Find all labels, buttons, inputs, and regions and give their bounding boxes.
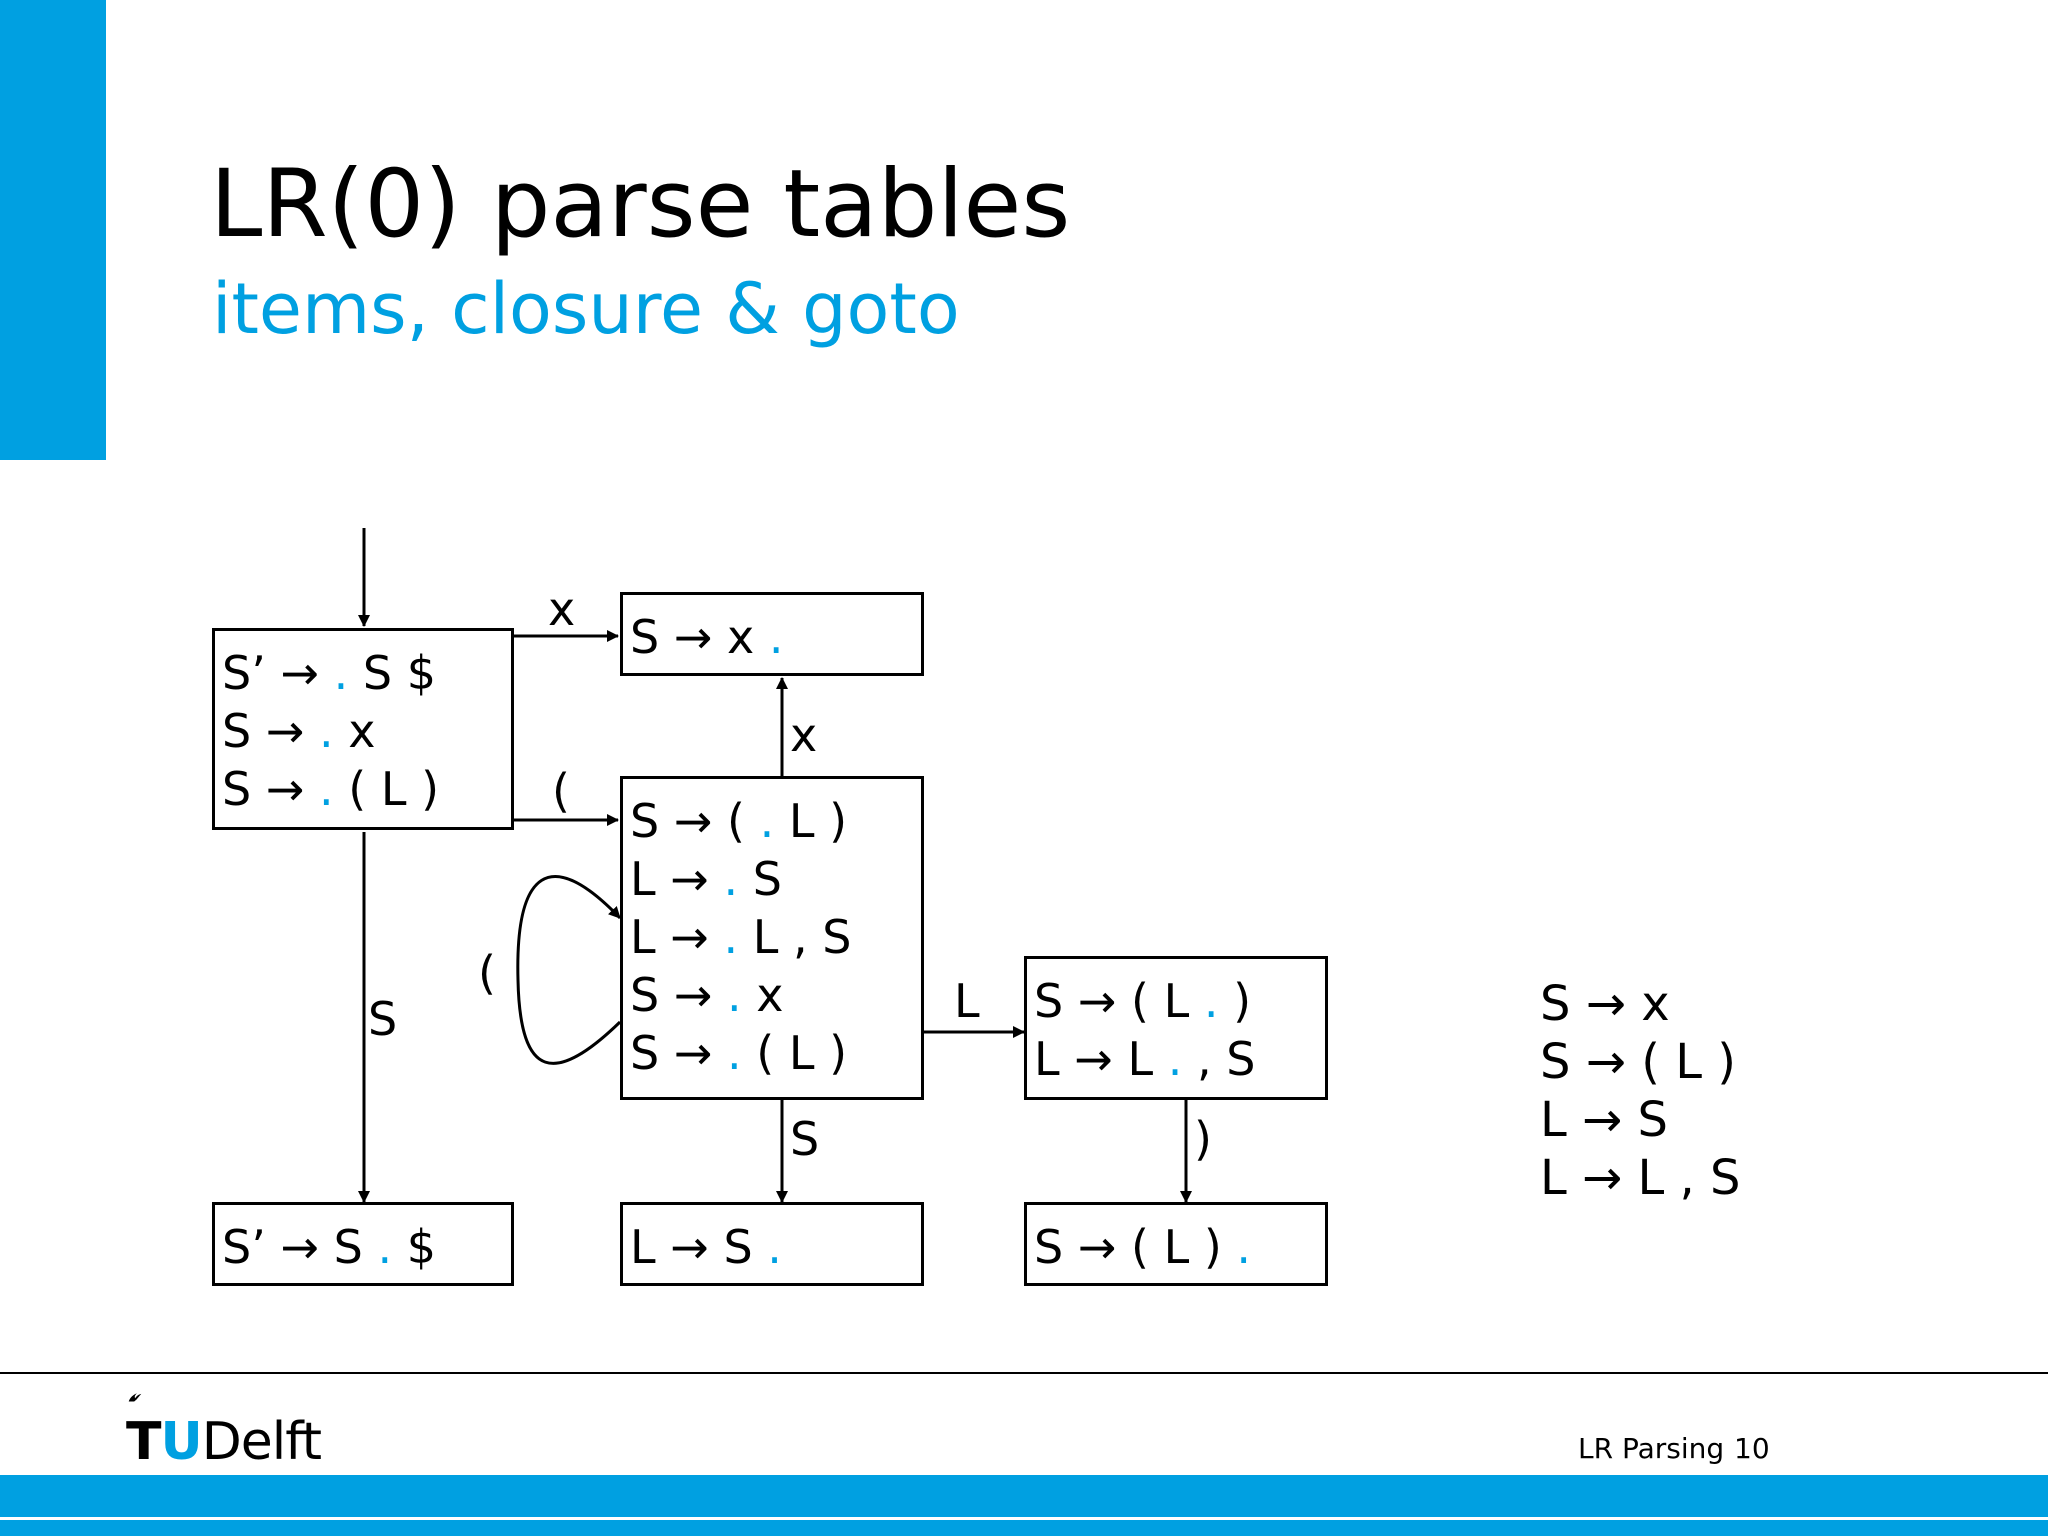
state-4-box [212,1202,514,1286]
edge-label-s2-s2: ( [478,946,496,1000]
item-dot: . [377,1220,393,1274]
slide-subtitle: items, closure & goto [212,268,960,350]
state-2-box [620,776,924,1100]
grammar-rule: S → x [1540,976,1670,1032]
accent-bar [0,0,106,460]
edge-label-s2-s1: x [790,708,818,762]
item: S → ( L . ) [1034,974,1252,1028]
item-dot: . [319,704,334,758]
footer-title: LR Parsing [1578,1432,1725,1465]
item: L → . L , S [630,910,852,964]
item-dot: . [723,910,739,964]
item-dot: . [759,794,775,848]
item: S’ → S . $ [222,1220,436,1274]
footer-divider [0,1372,2048,1374]
grammar-rule: S → ( L ) [1540,1034,1736,1090]
item-dot: . [768,610,784,664]
item: S → ( . L ) [630,794,848,848]
edge-label-s3-s6: ) [1194,1112,1212,1166]
item: S → . ( L ) [222,762,440,816]
item-dot: . [727,1026,742,1080]
edge-label-s2-s3: L [954,974,980,1028]
item-dot: . [723,852,739,906]
item: S → . ( L ) [630,1026,848,1080]
item-dot: . [319,762,334,816]
grammar-rule: L → L , S [1540,1150,1741,1206]
page-number: 10 [1734,1432,1770,1465]
edge-label-s0-s2: ( [552,764,570,818]
item: S → ( L ) . [1034,1220,1252,1274]
state-5-box [620,1202,924,1286]
state-6-box [1024,1202,1328,1286]
tudelft-logo: TUDelft [126,1412,322,1472]
item: L → S . [630,1220,782,1274]
item-dot: . [1203,974,1219,1028]
state-1-box [620,592,924,676]
state-3-box [1024,956,1328,1100]
footer-band [0,1475,2048,1517]
edge-s2-s2-loop [516,875,622,1065]
item-dot: . [1236,1220,1252,1274]
item-dot: . [727,968,742,1022]
item: S’ → . S $ [222,646,436,700]
item: S → . x [222,704,376,758]
grammar-rule: L → S [1540,1092,1668,1148]
edge-label-s0-s1: x [548,582,576,636]
item-dot: . [333,646,349,700]
item-dot: . [767,1220,782,1274]
item-dot: . [1167,1032,1183,1086]
item: S → . x [630,968,784,1022]
state-0-box [212,628,514,830]
footer-band-lower [0,1520,2048,1536]
item: S → x . [630,610,784,664]
item: L → L . , S [1034,1032,1256,1086]
slide-title: LR(0) parse tables [210,150,1071,259]
item: L → . S [630,852,782,906]
edge-label-s0-s4: S [368,992,398,1046]
edge-label-s2-s5: S [790,1112,820,1166]
tudelft-flame-icon [128,1393,142,1402]
